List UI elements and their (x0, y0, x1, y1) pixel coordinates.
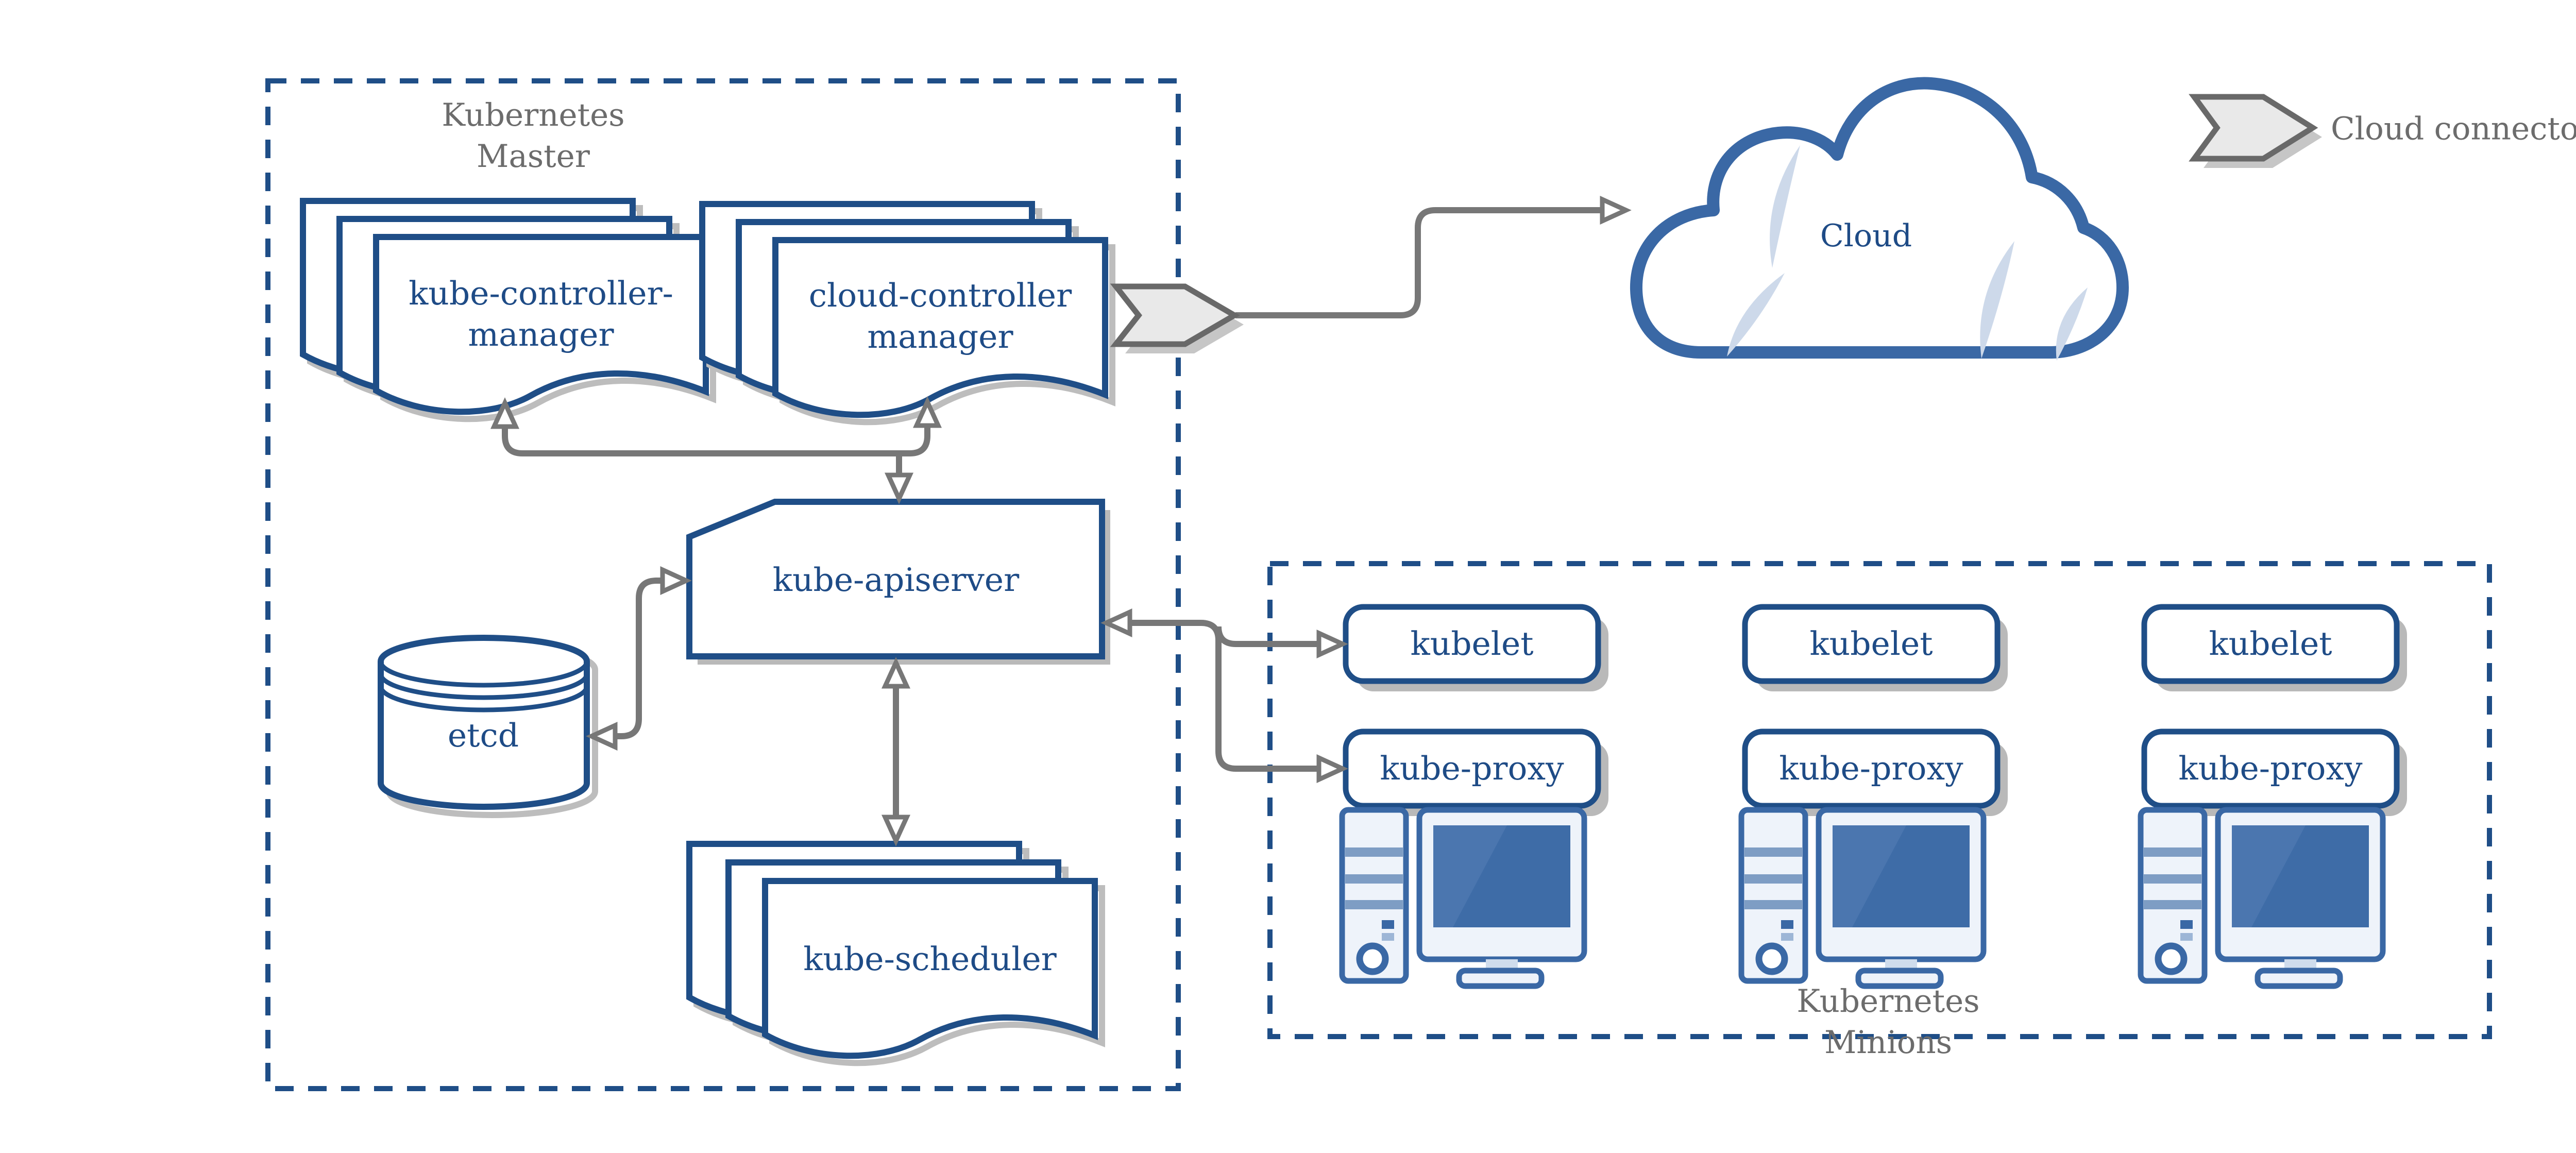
connector-arrowheads (490, 195, 1632, 846)
kube-apiserver-node (686, 499, 1110, 665)
minion-computer-icon-1 (1342, 810, 1584, 986)
connector-lines (502, 207, 1617, 834)
kube-scheduler-label: kube-scheduler (803, 940, 1057, 978)
minion-computer-icon-2 (1741, 810, 1984, 986)
kube-proxy-box-1 (1343, 728, 1608, 816)
kube-proxy-box-3 (2141, 728, 2407, 816)
kubelet-label-3: kubelet (2209, 625, 2332, 663)
kube-controller-manager-node (300, 198, 716, 422)
kube-proxy-label-1: kube-proxy (1380, 750, 1564, 787)
master-title-line2: Master (477, 138, 590, 175)
cloud-connector-icon (1110, 283, 1244, 353)
master-title-line1: Kubernetes (442, 97, 625, 133)
kube-controller-manager-line1: kube-controller- (409, 275, 673, 312)
minions-title-line1: Kubernetes (1797, 983, 1980, 1020)
kube-controller-manager-line2: manager (468, 316, 614, 353)
kube-scheduler-node (686, 841, 1105, 1066)
kube-proxy-box-2 (1742, 728, 2008, 816)
master-group-border (265, 78, 1181, 1091)
kubelet-box-3 (2141, 604, 2407, 691)
kube-proxy-label-3: kube-proxy (2178, 750, 2363, 787)
minion-computer-icon-3 (2141, 810, 2383, 986)
kubelet-box-2 (1742, 604, 2008, 691)
master-group-title: Kubernetes Master (442, 95, 624, 177)
legend-cloud-connector-label: Cloud connector (2331, 110, 2576, 147)
kubelet-label-2: kubelet (1809, 625, 1933, 663)
etcd-label: etcd (447, 717, 519, 754)
cloud-label: Cloud (1820, 218, 1912, 254)
kubelet-label-1: kubelet (1410, 625, 1534, 663)
cloud-node (1630, 77, 2129, 361)
kube-proxy-label-2: kube-proxy (1779, 750, 1963, 787)
minions-group-border (1267, 561, 2492, 1039)
legend-cloud-connector-icon (2189, 94, 2322, 168)
cloud-controller-manager-line1: cloud-controller (808, 277, 1072, 314)
minions-title-line2: Minions (1824, 1024, 1953, 1061)
cloud-controller-manager-line2: manager (867, 318, 1013, 355)
etcd-node (378, 635, 598, 818)
minions-group-title: Kubernetes Minions (1797, 981, 1979, 1063)
cloud-controller-manager-label: cloud-controller manager (809, 275, 1072, 358)
kube-apiserver-label: kube-apiserver (772, 561, 1020, 599)
cloud-controller-manager-node (699, 201, 1115, 426)
kube-controller-manager-label: kube-controller- manager (409, 273, 673, 355)
